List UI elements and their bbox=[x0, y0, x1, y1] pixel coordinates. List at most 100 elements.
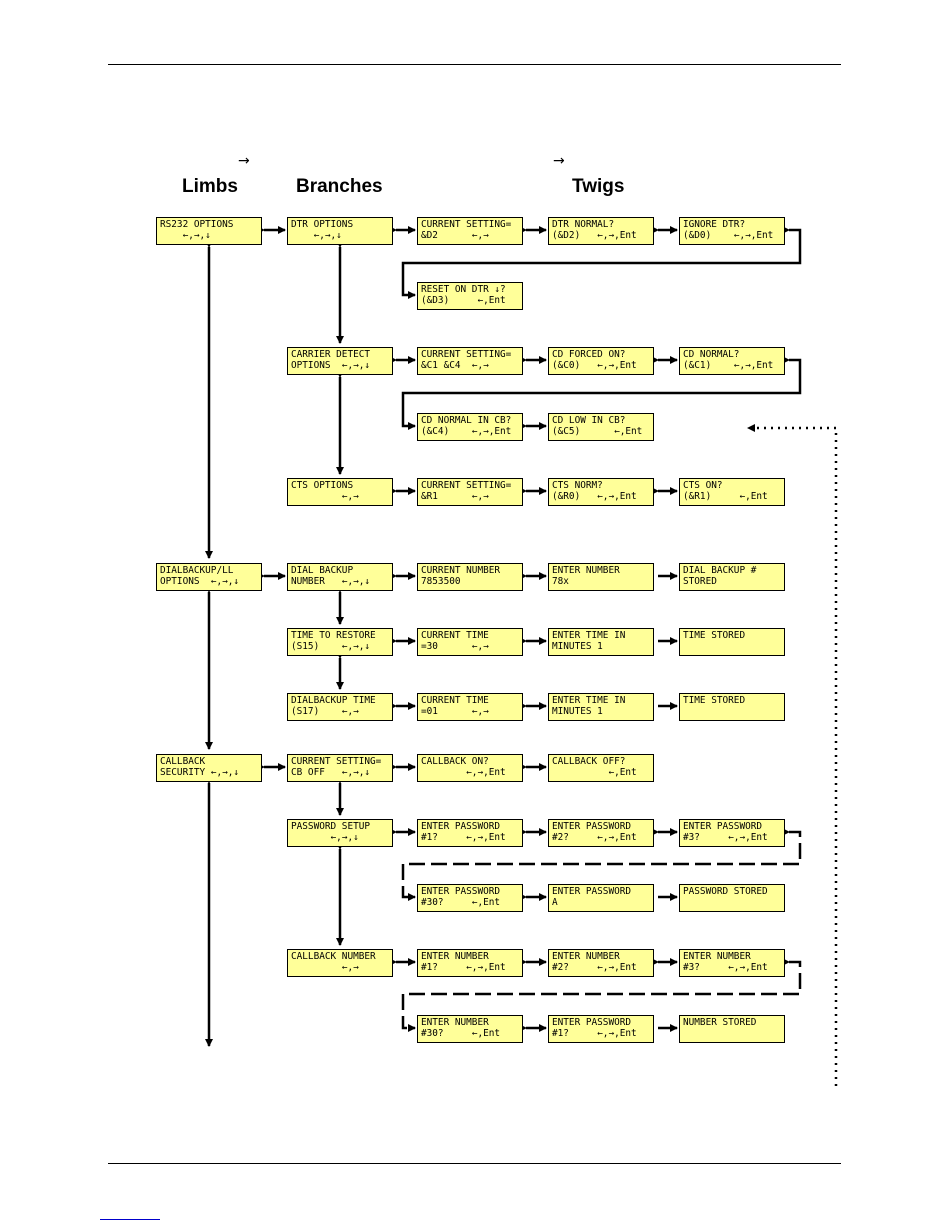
box-line1: ENTER PASSWORD bbox=[552, 1017, 632, 1028]
box-line2: #1? ←,→,Ent bbox=[421, 832, 506, 843]
box-line2: ←,→,↓ bbox=[291, 230, 342, 241]
box-line2: #2? ←,→,Ent bbox=[552, 962, 637, 973]
box-line1: IGNORE DTR? bbox=[683, 219, 746, 230]
box-line2: SECURITY ←,→,↓ bbox=[160, 767, 240, 778]
box-line1: DIAL BACKUP bbox=[291, 565, 354, 576]
box-line1: CD LOW IN CB? bbox=[552, 415, 626, 426]
footer-rule bbox=[108, 1163, 841, 1164]
box-cd-forced: CD FORCED ON?(&C0) ←,→,Ent bbox=[548, 347, 654, 375]
box-line2: NUMBER ←,→,↓ bbox=[291, 576, 371, 587]
box-line2: &D2 ←,→ bbox=[421, 230, 489, 241]
box-line1: DIALBACKUP TIME bbox=[291, 695, 376, 706]
box-time-stored-2: TIME STORED bbox=[679, 693, 785, 721]
box-dtr-ignore: IGNORE DTR?(&D0) ←,→,Ent bbox=[679, 217, 785, 245]
box-line1: CD NORMAL? bbox=[683, 349, 740, 360]
box-line2: #30? ←,Ent bbox=[421, 897, 501, 908]
box-line2: (&C1) ←,→,Ent bbox=[683, 360, 774, 371]
box-line1: CTS NORM? bbox=[552, 480, 603, 491]
box-line1: CURRENT TIME bbox=[421, 630, 489, 641]
box-line1: CALLBACK OFF? bbox=[552, 756, 626, 767]
box-line2: OPTIONS ←,→,↓ bbox=[291, 360, 371, 371]
box-line1: ENTER NUMBER bbox=[552, 565, 620, 576]
box-line1: CURRENT SETTING= bbox=[421, 219, 512, 230]
box-line2: ←,→,Ent bbox=[421, 767, 506, 778]
box-line2: (&R1) ←,Ent bbox=[683, 491, 768, 502]
box-current-time-1: CURRENT TIME=30 ←,→ bbox=[417, 628, 523, 656]
box-line1: ENTER NUMBER bbox=[421, 1017, 489, 1028]
header-arrow-2: → bbox=[553, 153, 565, 169]
box-line1: PASSWORD STORED bbox=[683, 886, 768, 897]
box-line2: (&R0) ←,→,Ent bbox=[552, 491, 637, 502]
box-cd-current: CURRENT SETTING=&C1 &C4 ←,→ bbox=[417, 347, 523, 375]
box-line1: TIME STORED bbox=[683, 630, 746, 641]
box-line1: CURRENT SETTING= bbox=[421, 480, 512, 491]
box-line1: CTS OPTIONS bbox=[291, 480, 354, 491]
box-line2: &R1 ←,→ bbox=[421, 491, 489, 502]
box-enter-number-1: ENTER NUMBER#1? ←,→,Ent bbox=[417, 949, 523, 977]
box-current-time-2: CURRENT TIME=01 ←,→ bbox=[417, 693, 523, 721]
header-limbs: Limbs bbox=[182, 176, 238, 197]
header-branches: Branches bbox=[296, 176, 383, 197]
box-line2: ←,→,↓ bbox=[160, 230, 211, 241]
box-password-setup: PASSWORD SETUP ←,→,↓ bbox=[287, 819, 393, 847]
box-line1: TIME TO RESTORE bbox=[291, 630, 376, 641]
box-callback-current: CURRENT SETTING=CB OFF ←,→,↓ bbox=[287, 754, 393, 782]
box-time-stored-1: TIME STORED bbox=[679, 628, 785, 656]
box-callback-on: CALLBACK ON? ←,→,Ent bbox=[417, 754, 523, 782]
box-line1: DIALBACKUP/LL bbox=[160, 565, 234, 576]
box-line1: DTR OPTIONS bbox=[291, 219, 354, 230]
box-line2: #3? ←,→,Ent bbox=[683, 962, 768, 973]
box-line1: CURRENT TIME bbox=[421, 695, 489, 706]
box-line2: =01 ←,→ bbox=[421, 706, 489, 717]
box-line1: CD FORCED ON? bbox=[552, 349, 626, 360]
box-line1: RS232 OPTIONS bbox=[160, 219, 234, 230]
box-cts-current: CURRENT SETTING=&R1 ←,→ bbox=[417, 478, 523, 506]
box-line2: STORED bbox=[683, 576, 717, 587]
box-line1: RESET ON DTR ↓? bbox=[421, 284, 506, 295]
box-rs232-options: RS232 OPTIONS ←,→,↓ bbox=[156, 217, 262, 245]
box-line2: #30? ←,Ent bbox=[421, 1028, 501, 1039]
box-line1: ENTER NUMBER bbox=[683, 951, 751, 962]
footer-link bbox=[100, 1219, 160, 1220]
box-line1: DIAL BACKUP # bbox=[683, 565, 757, 576]
box-cd-normal: CD NORMAL?(&C1) ←,→,Ent bbox=[679, 347, 785, 375]
box-line1: CALLBACK NUMBER bbox=[291, 951, 376, 962]
box-line2: &C1 &C4 ←,→ bbox=[421, 360, 489, 371]
box-line1: CURRENT SETTING= bbox=[291, 756, 382, 767]
box-line1: ENTER NUMBER bbox=[552, 951, 620, 962]
box-line1: ENTER TIME IN bbox=[552, 630, 626, 641]
box-line1: ENTER TIME IN bbox=[552, 695, 626, 706]
box-enter-password-3: ENTER PASSWORD#3? ←,→,Ent bbox=[679, 819, 785, 847]
box-line1: ENTER PASSWORD bbox=[552, 821, 632, 832]
box-line2: (S15) ←,→,↓ bbox=[291, 641, 371, 652]
box-cd-normal-cb: CD NORMAL IN CB?(&C4) ←,→,Ent bbox=[417, 413, 523, 441]
box-line1: CD NORMAL IN CB? bbox=[421, 415, 512, 426]
box-line2: (&D3) ←,Ent bbox=[421, 295, 506, 306]
box-line1: NUMBER STORED bbox=[683, 1017, 757, 1028]
box-callback-number: CALLBACK NUMBER ←,→ bbox=[287, 949, 393, 977]
box-enter-number-2: ENTER NUMBER#2? ←,→,Ent bbox=[548, 949, 654, 977]
box-line2: (&C4) ←,→,Ent bbox=[421, 426, 512, 437]
box-enter-password-1: ENTER PASSWORD#1? ←,→,Ent bbox=[417, 819, 523, 847]
box-line2: 7853500 bbox=[421, 576, 461, 587]
box-line1: CARRIER DETECT bbox=[291, 349, 371, 360]
box-enter-number-30: ENTER NUMBER#30? ←,Ent bbox=[417, 1015, 523, 1043]
box-line1: ENTER PASSWORD bbox=[421, 886, 501, 897]
box-cts-options: CTS OPTIONS ←,→ bbox=[287, 478, 393, 506]
box-line1: ENTER PASSWORD bbox=[552, 886, 632, 897]
box-line1: CALLBACK bbox=[160, 756, 206, 767]
box-dial-backup-stored: DIAL BACKUP #STORED bbox=[679, 563, 785, 591]
box-line2: A bbox=[552, 897, 558, 908]
box-line1: CTS ON? bbox=[683, 480, 723, 491]
header-arrow-1: → bbox=[238, 153, 250, 169]
box-dtr-options: DTR OPTIONS ←,→,↓ bbox=[287, 217, 393, 245]
box-line2: 78x bbox=[552, 576, 569, 587]
box-line2: (&C0) ←,→,Ent bbox=[552, 360, 637, 371]
box-dtr-normal: DTR NORMAL?(&D2) ←,→,Ent bbox=[548, 217, 654, 245]
box-line2: =30 ←,→ bbox=[421, 641, 489, 652]
